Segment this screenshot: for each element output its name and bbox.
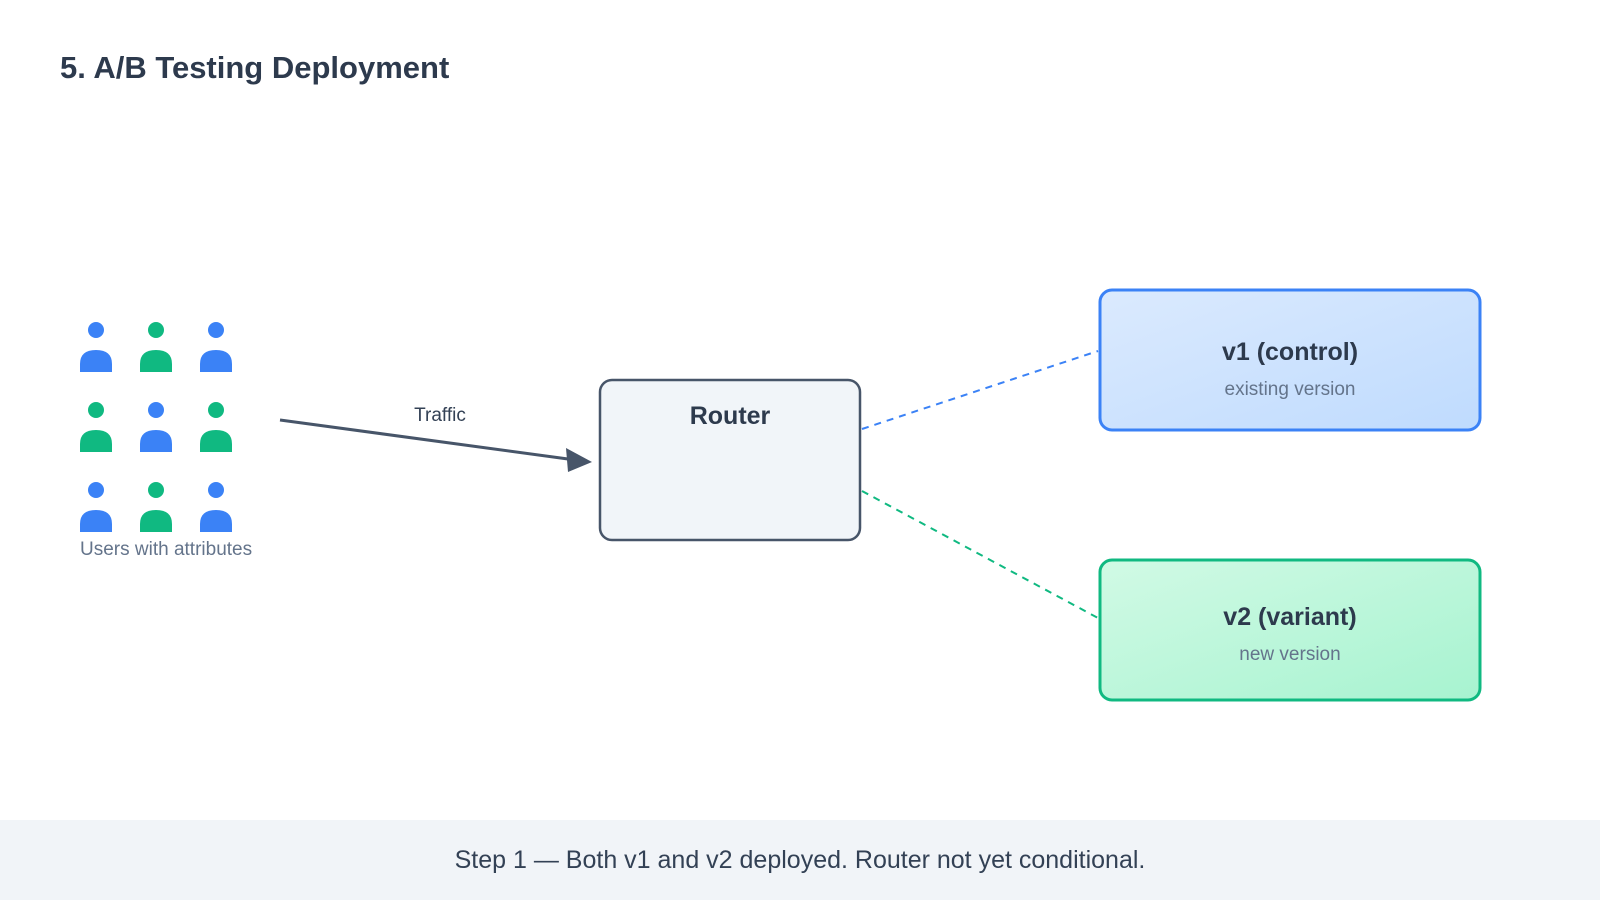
traffic-arrow <box>279 418 592 472</box>
v1-sublabel: existing version <box>1225 379 1356 400</box>
step-caption: Step 1 — Both v1 and v2 deployed. Router… <box>454 846 1146 874</box>
users-caption: Users with attributes <box>80 539 252 560</box>
v1-control-box: v1 (control) existing version <box>1098 288 1482 432</box>
user-icon <box>200 402 232 452</box>
v2-variant-box: v2 (variant) new version <box>1098 558 1482 702</box>
v2-sublabel: new version <box>1239 644 1340 665</box>
user-icon <box>80 482 112 532</box>
user-icon <box>80 402 112 452</box>
user-icon <box>200 482 232 532</box>
v2-label: v2 (variant) <box>1223 603 1356 631</box>
traffic-label: Traffic <box>414 405 466 426</box>
user-icon <box>140 482 172 532</box>
step-caption-bar: Step 1 — Both v1 and v2 deployed. Router… <box>0 820 1600 900</box>
users-grid <box>80 322 232 532</box>
user-icon <box>140 402 172 452</box>
user-icon <box>140 322 172 372</box>
connector-to-v1 <box>861 350 1099 430</box>
user-icon <box>80 322 112 372</box>
router-label: Router <box>690 402 771 430</box>
connector-to-v2 <box>861 490 1099 619</box>
page-title: 5. A/B Testing Deployment <box>60 50 450 85</box>
router-box: Router <box>598 378 862 542</box>
user-icon <box>200 322 232 372</box>
v1-label: v1 (control) <box>1222 338 1358 366</box>
arrowhead-icon <box>566 448 592 472</box>
